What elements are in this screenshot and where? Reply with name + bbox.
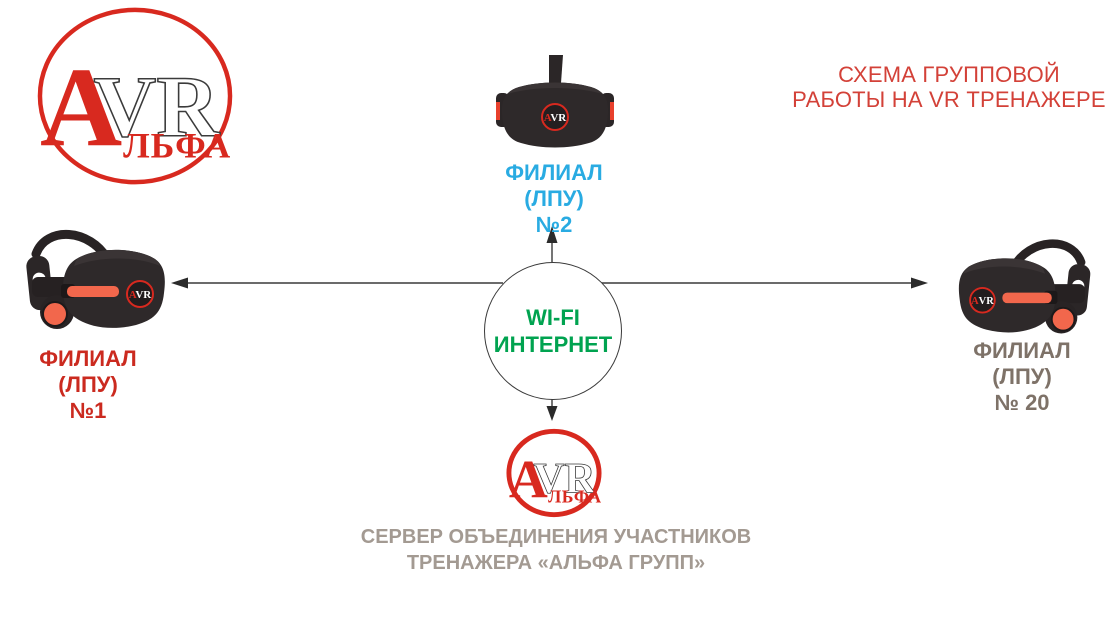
branch1-line1: ФИЛИАЛ xyxy=(39,346,137,371)
branch2-line2: (ЛПУ) xyxy=(524,186,584,211)
scheme-title-line2: РАБОТЫ НА VR ТРЕНАЖЕРЕ xyxy=(792,87,1106,112)
headset-orange-stripe xyxy=(67,286,119,297)
server-caption-line2: ТРЕНАЖЕРА «АЛЬФА ГРУПП» xyxy=(406,552,706,574)
branch2-line1: ФИЛИАЛ xyxy=(505,160,603,185)
arrowhead-left xyxy=(171,277,188,289)
branch1-line2: (ЛПУ) xyxy=(58,372,118,397)
branch2-label: ФИЛИАЛ (ЛПУ) №2 xyxy=(486,160,622,238)
headset-body-highlight xyxy=(74,249,160,266)
server-caption: СЕРВЕР ОБЪЕДИНЕНИЯ УЧАСТНИКОВ ТРЕНАЖЕРА … xyxy=(328,524,784,576)
vr-headset-right: AVR xyxy=(958,239,1091,334)
headset-logo-ring xyxy=(541,103,569,131)
scheme-title: СХЕМА ГРУППОВОЙ РАБОТЫ НА VR ТРЕНАЖЕРЕ xyxy=(792,62,1106,112)
logo-vr-text: VR xyxy=(93,58,220,155)
arrowhead-down xyxy=(546,406,558,421)
vr-headset-front: AVR xyxy=(496,55,614,148)
headset-logo-text: AVR xyxy=(129,289,152,301)
branch1-label: ФИЛИАЛ (ЛПУ) №1 xyxy=(18,346,158,424)
branch1-line3: №1 xyxy=(69,398,107,423)
headset-body-highlight xyxy=(507,82,603,94)
branch20-label: ФИЛИАЛ (ЛПУ) № 20 xyxy=(952,338,1092,416)
logo-lfa-text: ЛЬФА xyxy=(123,125,231,165)
branch20-line3: № 20 xyxy=(994,390,1050,415)
logo-circle xyxy=(37,7,233,185)
logo-a-text: А xyxy=(509,450,548,510)
branch20-line1: ФИЛИАЛ xyxy=(973,338,1071,363)
headset-left-accent xyxy=(496,102,500,120)
hub-line2: ИНТЕРНЕТ xyxy=(493,332,613,357)
headset-right-accent xyxy=(610,102,614,120)
logo-vr-text: VR xyxy=(533,456,596,503)
headset-logo-ring xyxy=(126,280,154,308)
logo-circle xyxy=(506,428,602,518)
headset-earcup-inner xyxy=(42,301,68,327)
arrowhead-right xyxy=(911,277,928,289)
vr-headset-left: AVR xyxy=(26,229,165,329)
branch2-line3: №2 xyxy=(535,212,573,237)
logo-a-text: А xyxy=(40,45,122,171)
logo-lfa-text: ЛЬФА xyxy=(548,486,602,506)
branch20-line2: (ЛПУ) xyxy=(992,364,1052,389)
scheme-title-line1: СХЕМА ГРУППОВОЙ xyxy=(838,62,1060,87)
wifi-internet-hub: WI-FI ИНТЕРНЕТ xyxy=(484,262,622,400)
headset-logo-text: AVR xyxy=(971,296,994,307)
headset-mirrored-body xyxy=(958,239,1091,334)
server-alfa-vr-logo: VR А ЛЬФА xyxy=(506,428,602,518)
hub-line1: WI-FI xyxy=(526,305,580,330)
headset-logo-text: AVR xyxy=(544,112,567,124)
alfa-vr-logo: VR А ЛЬФА xyxy=(37,7,233,185)
server-caption-line1: СЕРВЕР ОБЪЕДИНЕНИЯ УЧАСТНИКОВ xyxy=(360,526,752,548)
headset-logo-ring xyxy=(969,286,996,314)
